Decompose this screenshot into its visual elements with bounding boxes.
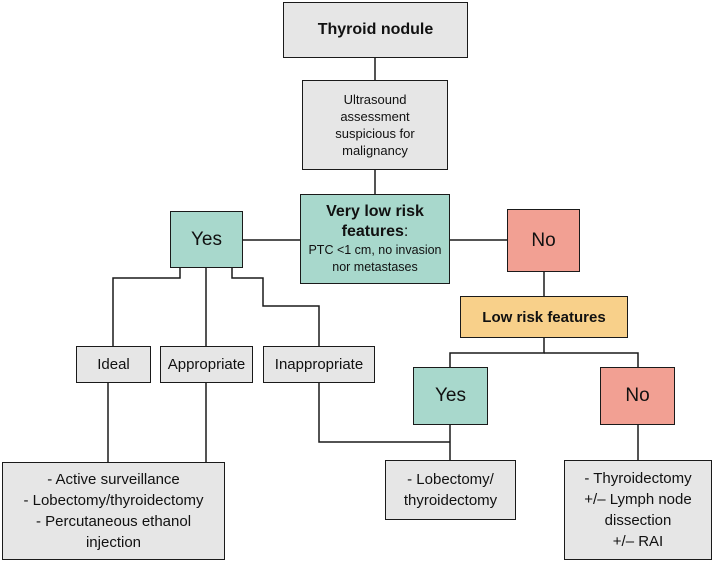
very-low-risk-box: Very low risk features: PTC <1 cm, no in… — [300, 194, 450, 284]
inappropriate-label: Inappropriate — [274, 356, 364, 373]
outcome-left-box: - Active surveillance - Lobectomy/thyroi… — [2, 462, 225, 560]
outcome-mid-box: - Lobectomy/ thyroidectomy — [385, 460, 516, 520]
connector-lowrisk-split — [449, 338, 545, 367]
ideal-label: Ideal — [97, 356, 130, 373]
outcome-left-line-2: - Lobectomy/thyroidectomy — [23, 492, 204, 509]
inappropriate-box: Inappropriate — [263, 346, 375, 383]
ultrasound-line-1: Ultrasound — [343, 92, 407, 107]
no-low-box: No — [600, 367, 675, 425]
outcome-left-line-3: - Percutaneous ethanol — [35, 513, 192, 530]
very-low-risk-title: Very low risk — [326, 203, 424, 220]
no-low-label: No — [625, 385, 650, 406]
very-low-risk-features-word: features — [341, 223, 404, 240]
outcome-right-line-2: +/– Lymph node — [584, 491, 692, 508]
no-right-label: No — [531, 229, 556, 251]
outcome-right-line-4: +/– RAI — [612, 533, 664, 550]
yes-mid-box: Yes — [413, 367, 488, 425]
ultrasound-line-2: assessment — [340, 109, 410, 124]
appropriate-label: Appropriate — [167, 356, 246, 373]
outcome-left-line-1: - Active surveillance — [47, 471, 180, 488]
yes-left-box: Yes — [170, 211, 243, 268]
ultrasound-line-3: suspicious for — [335, 126, 415, 141]
very-low-risk-detail-1: PTC <1 cm, no invasion — [308, 243, 442, 257]
ideal-box: Ideal — [76, 346, 151, 383]
outcome-mid-line-2: thyroidectomy — [403, 492, 498, 509]
thyroid-nodule-label: Thyroid nodule — [317, 21, 434, 38]
outcome-right-box: - Thyroidectomy +/– Lymph node dissectio… — [564, 460, 712, 560]
low-risk-box: Low risk features — [460, 296, 628, 338]
outcome-mid-line-1: - Lobectomy/ — [407, 471, 494, 488]
low-risk-label: Low risk features — [482, 308, 606, 326]
outcome-right-line-1: - Thyroidectomy — [584, 470, 692, 487]
ultrasound-box: Ultrasound assessment suspicious for mal… — [302, 80, 448, 170]
outcome-right-line-3: dissection — [604, 512, 672, 529]
very-low-risk-title-line2: features: — [342, 222, 409, 242]
yes-left-label: Yes — [191, 228, 222, 250]
yes-mid-label: Yes — [435, 385, 466, 406]
appropriate-box: Appropriate — [160, 346, 253, 383]
very-low-risk-detail-2: nor metastases — [332, 260, 418, 274]
no-right-box: No — [507, 209, 580, 272]
thyroid-nodule-box: Thyroid nodule — [283, 2, 468, 58]
connector-inappropriate-outcome — [318, 383, 450, 443]
connector-yes-ideal — [112, 268, 181, 346]
connector-lowrisk-no — [544, 352, 639, 367]
outcome-left-line-4: injection — [85, 534, 142, 551]
very-low-risk-colon: : — [403, 223, 409, 240]
ultrasound-line-4: malignancy — [342, 143, 408, 158]
connector-yes-inappropriate — [231, 268, 320, 346]
